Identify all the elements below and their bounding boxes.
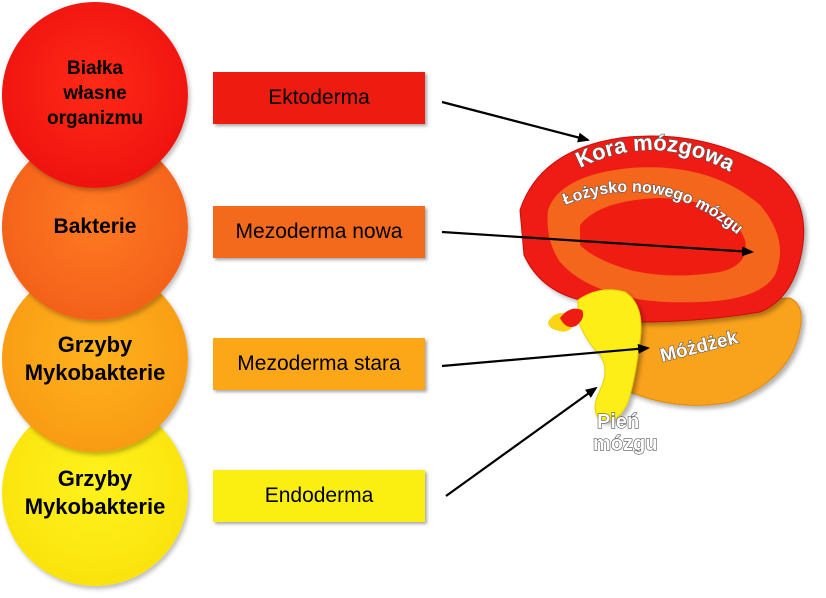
arrow-old-mesoderm-to-cerebellum — [441, 343, 650, 368]
layer-label: Mezoderma stara — [237, 352, 401, 375]
layer-box-new-mesoderm: Mezoderma nowa — [213, 206, 425, 258]
brainstem-label-line1: Pień — [597, 411, 639, 433]
circle-label: Grzyby Mykobakterie — [24, 332, 166, 385]
layer-label: Ektoderma — [268, 86, 370, 109]
cortex-inner-core — [580, 198, 746, 276]
circle-label: Grzyby Mykobakterie — [24, 466, 166, 519]
layer-box-endoderm: Endoderma — [213, 470, 425, 522]
circle-label: Bakterie — [53, 215, 137, 238]
layer-box-old-mesoderm: Mezoderma stara — [213, 338, 425, 390]
arrow-new-mesoderm-to-placenta — [441, 230, 754, 257]
brainstem-shape — [577, 289, 642, 422]
circle-ectoderm-pathogens: Białka własne organizmu — [2, 2, 188, 188]
circle-label: Białka własne organizmu — [46, 57, 144, 129]
layer-box-ectoderm: Ektoderma — [213, 72, 425, 124]
brainstem-label-line2: mózgu — [593, 433, 657, 455]
layer-label: Endoderma — [264, 484, 374, 507]
arrow-ectoderm-to-cortex — [441, 100, 590, 143]
arrow-endoderm-to-brainstem — [445, 386, 598, 497]
layer-label: Mezoderma nowa — [235, 220, 403, 243]
